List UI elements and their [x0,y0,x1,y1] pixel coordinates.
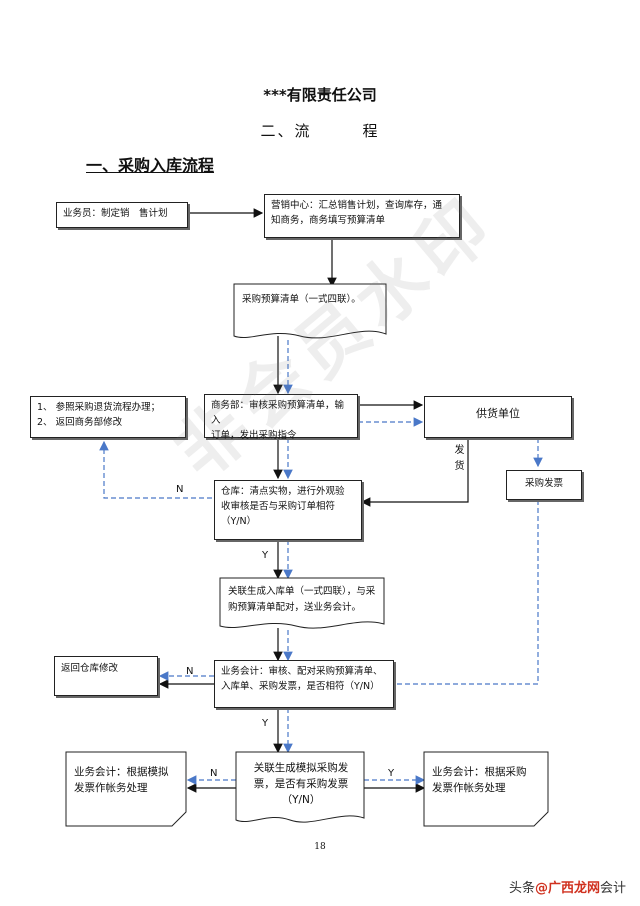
simulate-line-1: 关联生成模拟采购发 [253,762,349,774]
accountant-check-box: 业务会计：审核、配对采购预算清单、 入库单、采购发票，是否相符（Y/N） [214,660,394,708]
account-right-text: 业务会计：根据采购 发票作帐务处理 [432,764,527,796]
label-y-warehouse: Y [262,550,269,561]
warehouse-line-2: 收审核是否与采购订单相符 [221,501,336,512]
arrow-supplier-warehouse [360,438,469,507]
brand-prefix: 头条 [508,881,535,896]
budget-list-text: 采购预算清单（一式四联）。 [242,294,361,305]
account-right-line-1: 业务会计：根据采购 [432,766,527,778]
brand-highlight: @广西龙网 [534,881,600,896]
dash-invoice-accountant [360,500,539,689]
account-left-text: 业务会计：根据模拟 发票作帐务处理 [74,764,169,796]
commerce-line-2: 订单，发出采购指令 [211,430,297,441]
return-note-line-2: 2、 返回商务部修改 [37,417,123,428]
receipt-shape [219,577,385,629]
budget-list-shape [233,283,387,339]
marketing-box: 营销中心：汇总销售计划，查询库存，通 知商务，商务填写预算清单 [264,194,460,238]
account-right-shape [423,751,549,827]
label-y-simulate: Y [388,768,395,779]
invoice-text: 采购发票 [524,478,563,489]
invoice-box: 采购发票 [506,470,582,500]
account-left-shape [65,751,187,827]
flow-heading: 一、采购入库流程 [86,156,215,175]
deliver-label: 发货 [452,444,463,476]
warehouse-line-1: 仓库：清点实物，进行外观验 [221,486,345,497]
commerce-box: 商务部：审核采购预算清单，输入 订单，发出采购指令 [204,394,358,441]
receipt-text: 关联生成入库单（一式四联），与采 购预算清单配对，送业务会计。 [228,584,375,616]
receipt-line-2: 购预算清单配对，送业务会计。 [228,602,362,613]
account-left-line-2: 发票作帐务处理 [74,782,148,794]
company-title: ***有限责任公司 [263,86,377,104]
accountant-check-line-2: 入库单、采购发票，是否相符（Y/N） [221,681,380,692]
accountant-check-line-1: 业务会计：审核、配对采购预算清单、 [221,666,383,677]
brand-watermark: 头条@广西龙网会计 [509,877,626,896]
return-warehouse-text: 返回仓库修改 [61,663,119,674]
account-left-line-1: 业务会计：根据模拟 [74,766,169,778]
simulate-line-3: （Y/N） [281,794,321,806]
commerce-line-1: 商务部：审核采购预算清单，输入 [211,400,345,426]
salesman-box: 业务员：制定销 售计划 [56,202,188,228]
return-note-box: 1、 参照采购退货流程办理； 2、 返回商务部修改 [30,396,186,438]
simulate-invoice-shape [235,751,365,823]
label-n-simulate: N [210,768,218,779]
return-note-line-1: 1、 参照采购退货流程办理； [37,402,161,413]
marketing-line-1: 营销中心：汇总销售计划，查询库存，通 [271,200,443,211]
label-n-warehouse: N [176,484,184,495]
section-subtitle: 二、流 程 [260,122,380,140]
supplier-box: 供货单位 [424,396,572,438]
supplier-text: 供货单位 [476,407,520,420]
marketing-line-2: 知商务，商务填写预算清单 [271,215,386,226]
page-number: 18 [314,842,326,852]
warehouse-line-3: （Y/N） [221,516,257,527]
return-warehouse-box: 返回仓库修改 [54,656,158,696]
warehouse-box: 仓库：清点实物，进行外观验 收审核是否与采购订单相符 （Y/N） [214,480,362,540]
label-y-accountant: Y [262,718,269,729]
salesman-text: 业务员：制定销 售计划 [63,208,168,219]
simulate-invoice-text: 关联生成模拟采购发 票，是否有采购发票 （Y/N） [242,760,360,808]
account-right-line-2: 发票作帐务处理 [432,782,506,794]
brand-suffix: 会计 [599,881,626,896]
receipt-line-1: 关联生成入库单（一式四联），与采 [228,586,376,597]
dash-warehouse-return [99,440,212,499]
simulate-line-2: 票，是否有采购发票 [253,778,349,790]
label-n-accountant: N [186,666,194,677]
